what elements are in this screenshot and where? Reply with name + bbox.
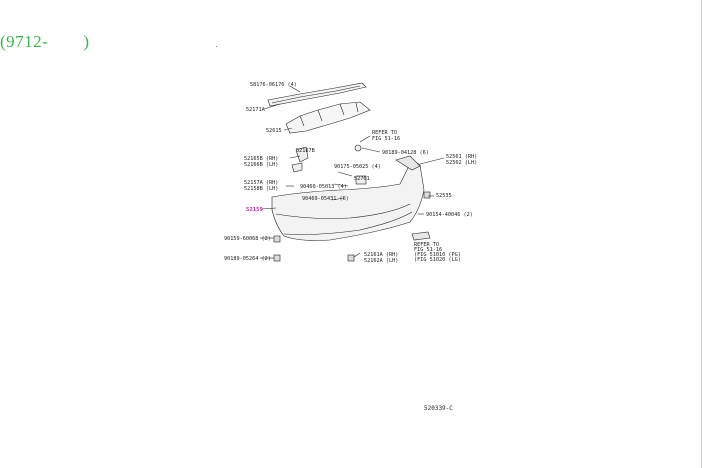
clip-b-part <box>291 162 303 173</box>
label-nut-b: 90154-40046 (2) <box>426 212 473 218</box>
label-seal-rh: 52161A (RH) <box>364 252 398 258</box>
label-reinforcement: 52171A <box>246 107 266 113</box>
bumper-cover-part <box>271 161 425 241</box>
label-retainer-nut: 90189-04128 (6) <box>382 150 429 156</box>
label-extension-lh: 52562 (LH) <box>446 160 477 166</box>
label-clip-b: 90175-05025 (4) <box>334 164 381 170</box>
label-bolt-a: 90159-60068 (2) <box>224 236 271 242</box>
label-refer-bottom: REFER TO <box>414 242 439 248</box>
label-support-rh: 52165B (RH) <box>244 156 278 162</box>
label-support-lh: 52166B (LH) <box>244 162 278 168</box>
code-range-label: (9712- ) <box>0 32 90 51</box>
seal-part <box>347 254 355 262</box>
label-refer-top-fig: FIG 51-16 <box>372 136 400 142</box>
stray-dot <box>216 46 217 47</box>
label-retainer-rh: 52157A (RH) <box>244 180 278 186</box>
side-extension-part <box>395 155 421 171</box>
label-refer-bottom-fig: FIG 51-16 <box>414 247 442 253</box>
label-retainer-lh: 52158B (LH) <box>244 186 278 192</box>
bolt-b-part <box>273 254 281 262</box>
figure-number: 520339-C <box>424 405 453 412</box>
absorber-part <box>285 101 371 134</box>
label-screw-a: 90460-05013 (4) <box>300 184 347 190</box>
pad-part <box>355 175 367 185</box>
label-clip-c: 52535 <box>436 193 452 199</box>
label-reinforce-bolt: 58176-06176 (4) <box>250 82 297 88</box>
reflector-part <box>411 231 431 241</box>
bolt-a-part <box>273 235 281 243</box>
reinforcement-part <box>267 82 367 107</box>
label-screw-b: 90469-05431 (6) <box>302 196 349 202</box>
label-pig-b: (FIG 51020 (LG) <box>414 257 461 263</box>
label-extension-rh: 52561 (RH) <box>446 154 477 160</box>
label-clip-a: 52187B <box>296 148 315 154</box>
clip-c-part <box>423 191 431 199</box>
label-absorber: 52615 <box>266 128 282 134</box>
label-cover-highlight[interactable]: 52159 <box>246 207 263 213</box>
label-bolt-b: 90189-05264 (2) <box>224 256 271 262</box>
label-pig-a: (FIG 51010 (PG) <box>414 252 461 258</box>
label-pad: 52761 <box>354 176 370 182</box>
clip-a-part <box>295 146 309 163</box>
label-seal-lh: 52162A (LH) <box>364 258 398 264</box>
retainer-nut-part <box>354 144 362 152</box>
label-refer-top: REFER TO <box>372 130 397 136</box>
